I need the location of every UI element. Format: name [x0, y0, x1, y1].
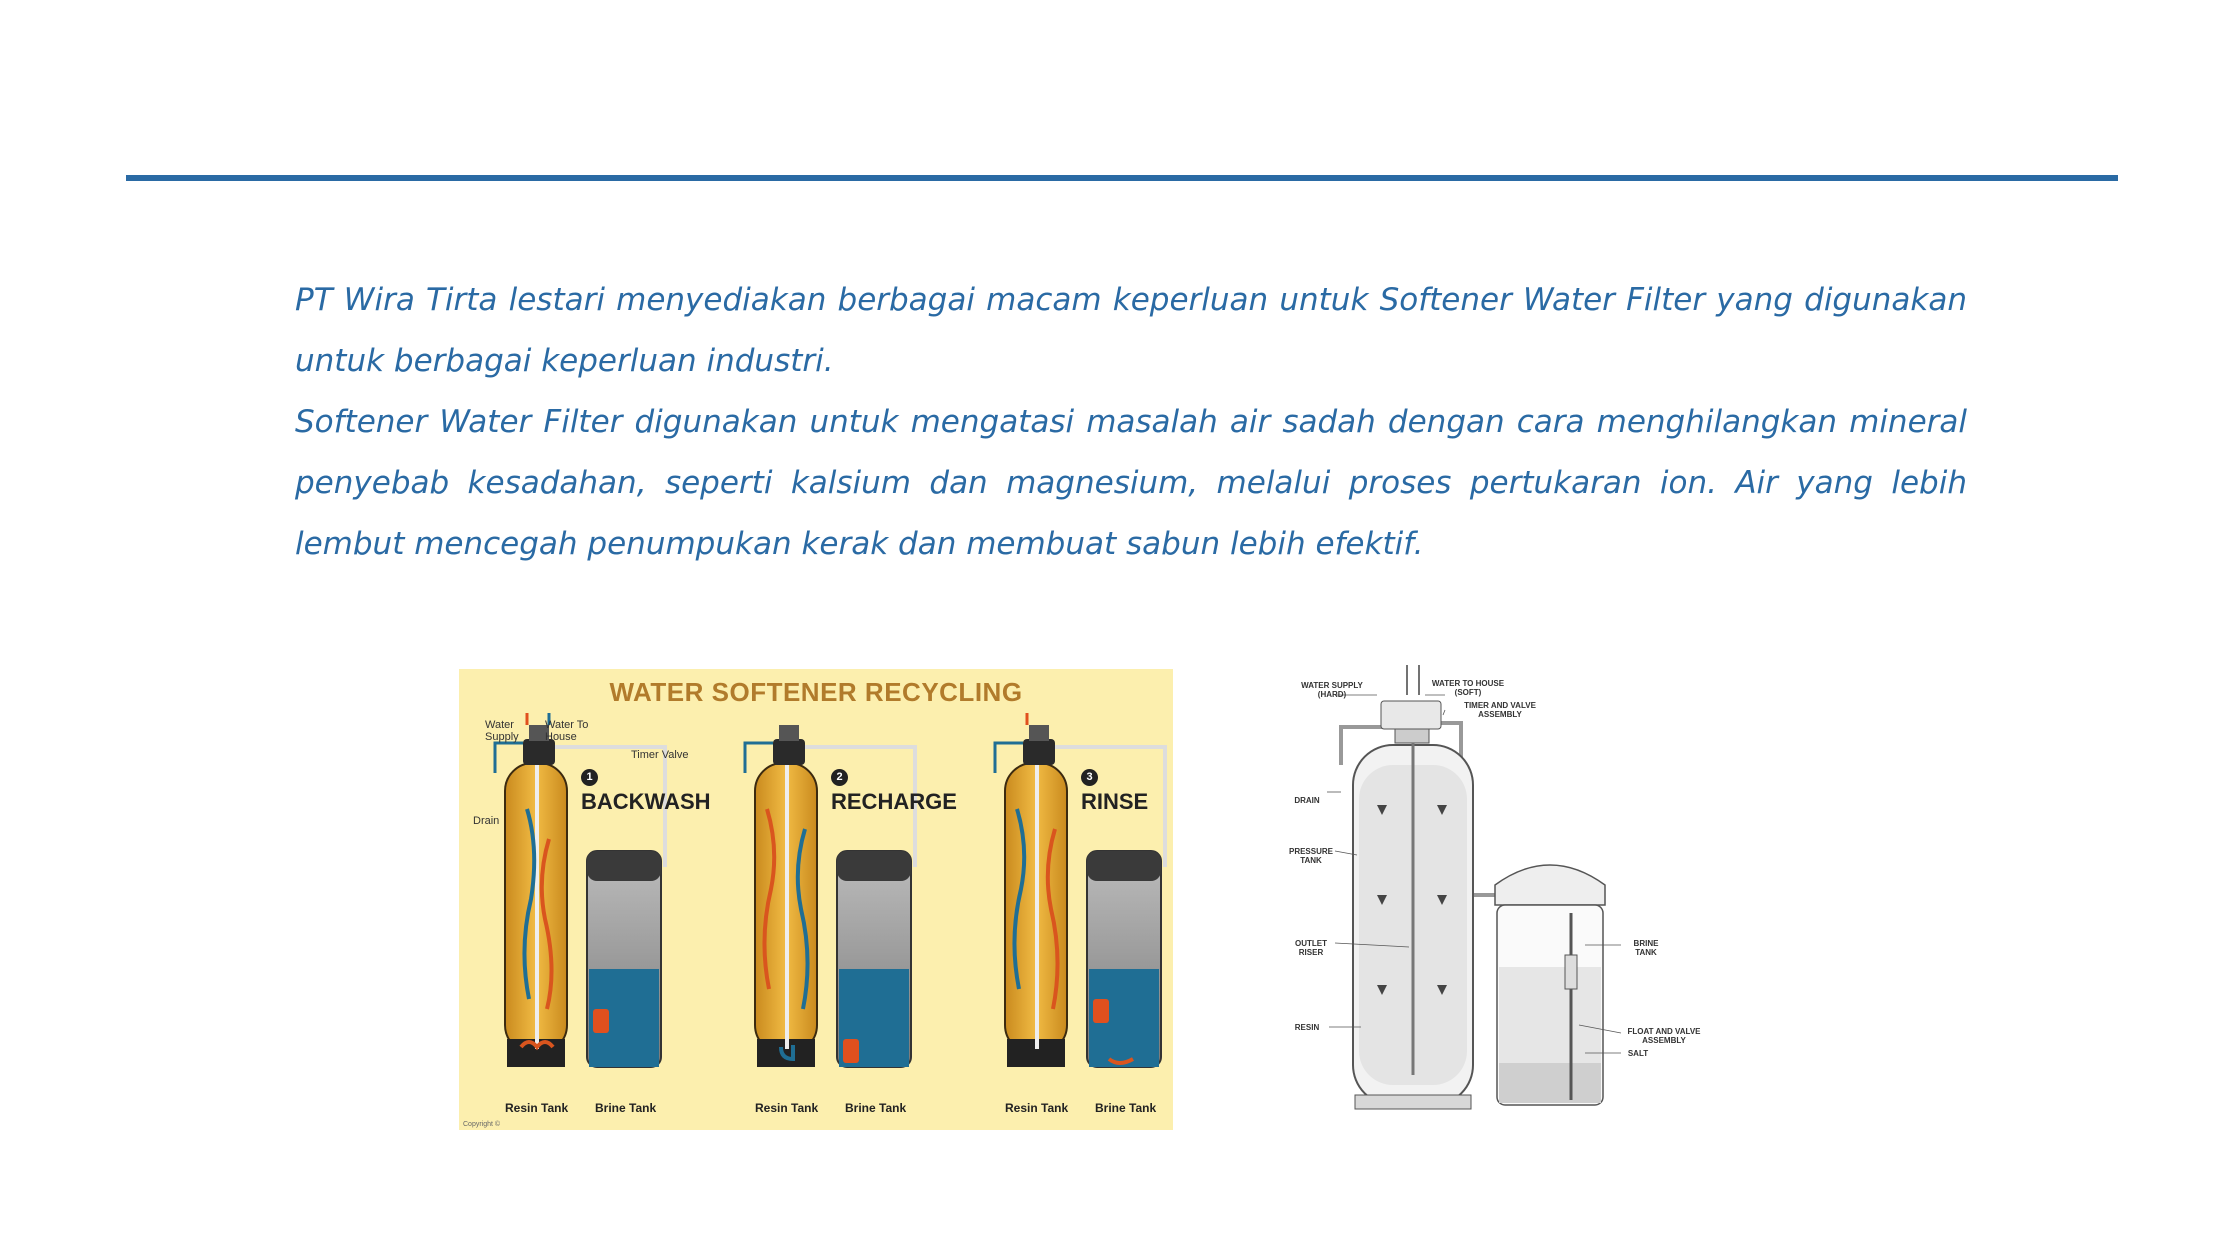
- paragraph-intro: PT Wira Tirta lestari menyediakan berbag…: [295, 282, 1967, 379]
- softener-schematic-diagram: WATER SUPPLY (HARD) WATER TO HOUSE (SOFT…: [1285, 655, 1705, 1120]
- diagram-water-supply-label: WATER SUPPLY (HARD): [1301, 681, 1363, 699]
- diagram-float-valve-label: FLOAT AND VALVE ASSEMBLY: [1627, 1027, 1701, 1045]
- diagram-drain-label: DRAIN: [1294, 796, 1320, 805]
- drain-label: Drain: [473, 815, 500, 827]
- stage-1-label: BACKWASH: [581, 789, 711, 814]
- diagram-salt-label: SALT: [1627, 1049, 1649, 1058]
- diagram-brine-tank-label: BRINE TANK: [1633, 939, 1659, 957]
- header-divider: [126, 175, 2118, 181]
- diagram-pressure-tank-label: PRESSURE TANK: [1288, 847, 1333, 865]
- stage-1-number: 1: [581, 769, 598, 786]
- stage-backwash-graphic: [493, 725, 667, 1068]
- diagram-resin-label: RESIN: [1294, 1023, 1320, 1032]
- recycling-title: WATER SOFTENER RECYCLING: [609, 677, 1023, 707]
- stage-2-label: RECHARGE: [831, 789, 957, 814]
- water-to-house-label: Water To House: [545, 719, 589, 743]
- stage-2-number: 2: [831, 769, 848, 786]
- diagram-timer-valve-label: TIMER AND VALVE ASSEMBLY: [1464, 701, 1536, 719]
- resin-tank-label-2: Resin Tank: [755, 1101, 819, 1115]
- stage-recharge-graphic: [743, 725, 917, 1068]
- water-softener-recycling-illustration: WATER SOFTENER RECYCLING Water Supply Wa…: [459, 669, 1173, 1130]
- copyright-note: Copyright ©: [463, 1121, 501, 1128]
- timer-valve-label: Timer Valve: [631, 749, 689, 761]
- brine-tank-label-1: Brine Tank: [595, 1101, 657, 1115]
- recycling-drawing: [493, 713, 1167, 1068]
- brine-tank-label-3: Brine Tank: [1095, 1101, 1157, 1115]
- paragraph-softener: Softener Water Filter digunakan untuk me…: [295, 404, 1967, 562]
- stage-rinse-graphic: [993, 725, 1167, 1068]
- water-supply-label: Water Supply: [485, 719, 519, 743]
- schematic-drawing: [1327, 665, 1622, 1110]
- diagram-water-to-house-label: WATER TO HOUSE (SOFT): [1431, 679, 1505, 697]
- resin-tank-label-3: Resin Tank: [1005, 1101, 1069, 1115]
- stage-3-number: 3: [1081, 769, 1098, 786]
- stage-3-label: RINSE: [1081, 789, 1149, 814]
- diagram-outlet-riser-label: OUTLET RISER: [1295, 939, 1327, 957]
- description-text: PT Wira Tirta lestari menyediakan berbag…: [295, 270, 1967, 575]
- brine-tank-label-2: Brine Tank: [845, 1101, 907, 1115]
- resin-tank-label-1: Resin Tank: [505, 1101, 569, 1115]
